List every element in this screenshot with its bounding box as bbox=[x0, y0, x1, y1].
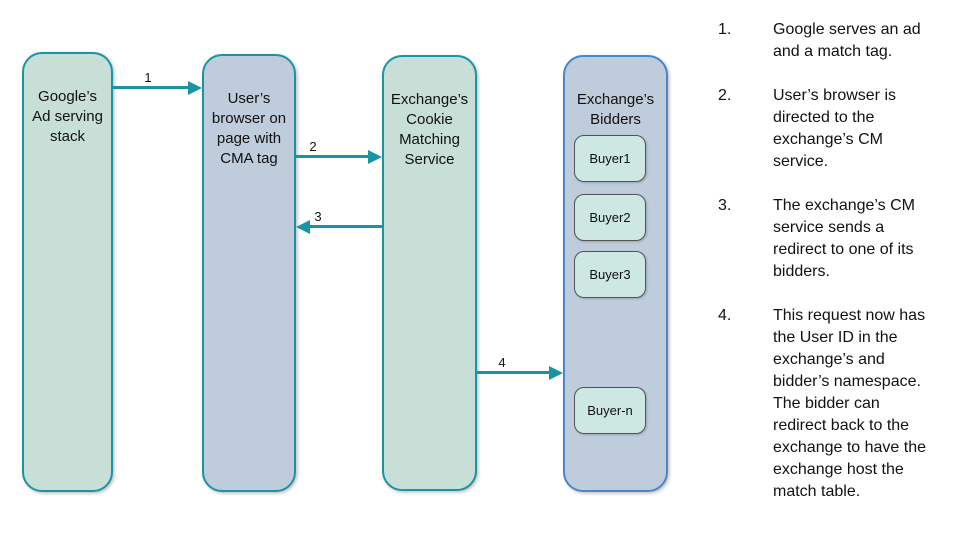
arrow-line-icon bbox=[309, 225, 382, 228]
step-text: This request now has the User ID in the … bbox=[773, 307, 927, 500]
step-number: 3. bbox=[718, 197, 732, 214]
step-item-1: 1. Google serves an ad and a match tag. bbox=[718, 19, 952, 63]
step-text: Google serves an ad and a match tag. bbox=[773, 21, 921, 60]
bidder-buyer-n: Buyer-n bbox=[574, 387, 646, 434]
arrow-label-2: 2 bbox=[309, 139, 317, 154]
step-number: 2. bbox=[718, 87, 732, 104]
step-number: 1. bbox=[718, 21, 732, 38]
step-number: 4. bbox=[718, 307, 732, 324]
step-list: 1. Google serves an ad and a match tag. … bbox=[718, 19, 952, 525]
node-user-browser-title: User’s browser on page with CMA tag bbox=[211, 90, 287, 167]
bidder-buyer1: Buyer1 bbox=[574, 135, 646, 182]
bidder-buyer3: Buyer3 bbox=[574, 251, 646, 298]
arrow-head-right-icon bbox=[368, 150, 382, 164]
arrow-head-right-icon bbox=[188, 81, 202, 95]
step-text: User’s browser is directed to the exchan… bbox=[773, 87, 896, 170]
arrow-line-icon bbox=[113, 86, 189, 89]
node-google-ad-stack-title: Google’s Ad serving stack bbox=[32, 88, 103, 145]
node-exchange-bidders: Exchange’s Bidders Buyer1 Buyer2 Buyer3 … bbox=[563, 55, 668, 492]
step-item-4: 4. This request now has the User ID in t… bbox=[718, 305, 952, 503]
arrow-label-4: 4 bbox=[498, 355, 506, 370]
step-item-2: 2. User’s browser is directed to the exc… bbox=[718, 85, 952, 173]
bidder-buyer2: Buyer2 bbox=[574, 194, 646, 241]
arrow-label-1: 1 bbox=[144, 70, 152, 85]
step-text: The exchange’s CM service sends a redire… bbox=[773, 197, 915, 280]
arrow-line-icon bbox=[296, 155, 369, 158]
step-item-3: 3. The exchange’s CM service sends a red… bbox=[718, 195, 952, 283]
node-cookie-matching-service: Exchange’s Cookie Matching Service bbox=[382, 55, 477, 491]
node-exchange-bidders-title: Exchange’s Bidders bbox=[576, 91, 655, 128]
arrow-label-3: 3 bbox=[314, 209, 322, 224]
node-user-browser: User’s browser on page with CMA tag bbox=[202, 54, 296, 492]
arrow-line-icon bbox=[475, 371, 550, 374]
arrow-head-right-icon bbox=[549, 366, 563, 380]
arrow-head-left-icon bbox=[296, 220, 310, 234]
node-google-ad-stack: Google’s Ad serving stack bbox=[22, 52, 113, 492]
node-cookie-matching-service-title: Exchange’s Cookie Matching Service bbox=[390, 91, 469, 168]
